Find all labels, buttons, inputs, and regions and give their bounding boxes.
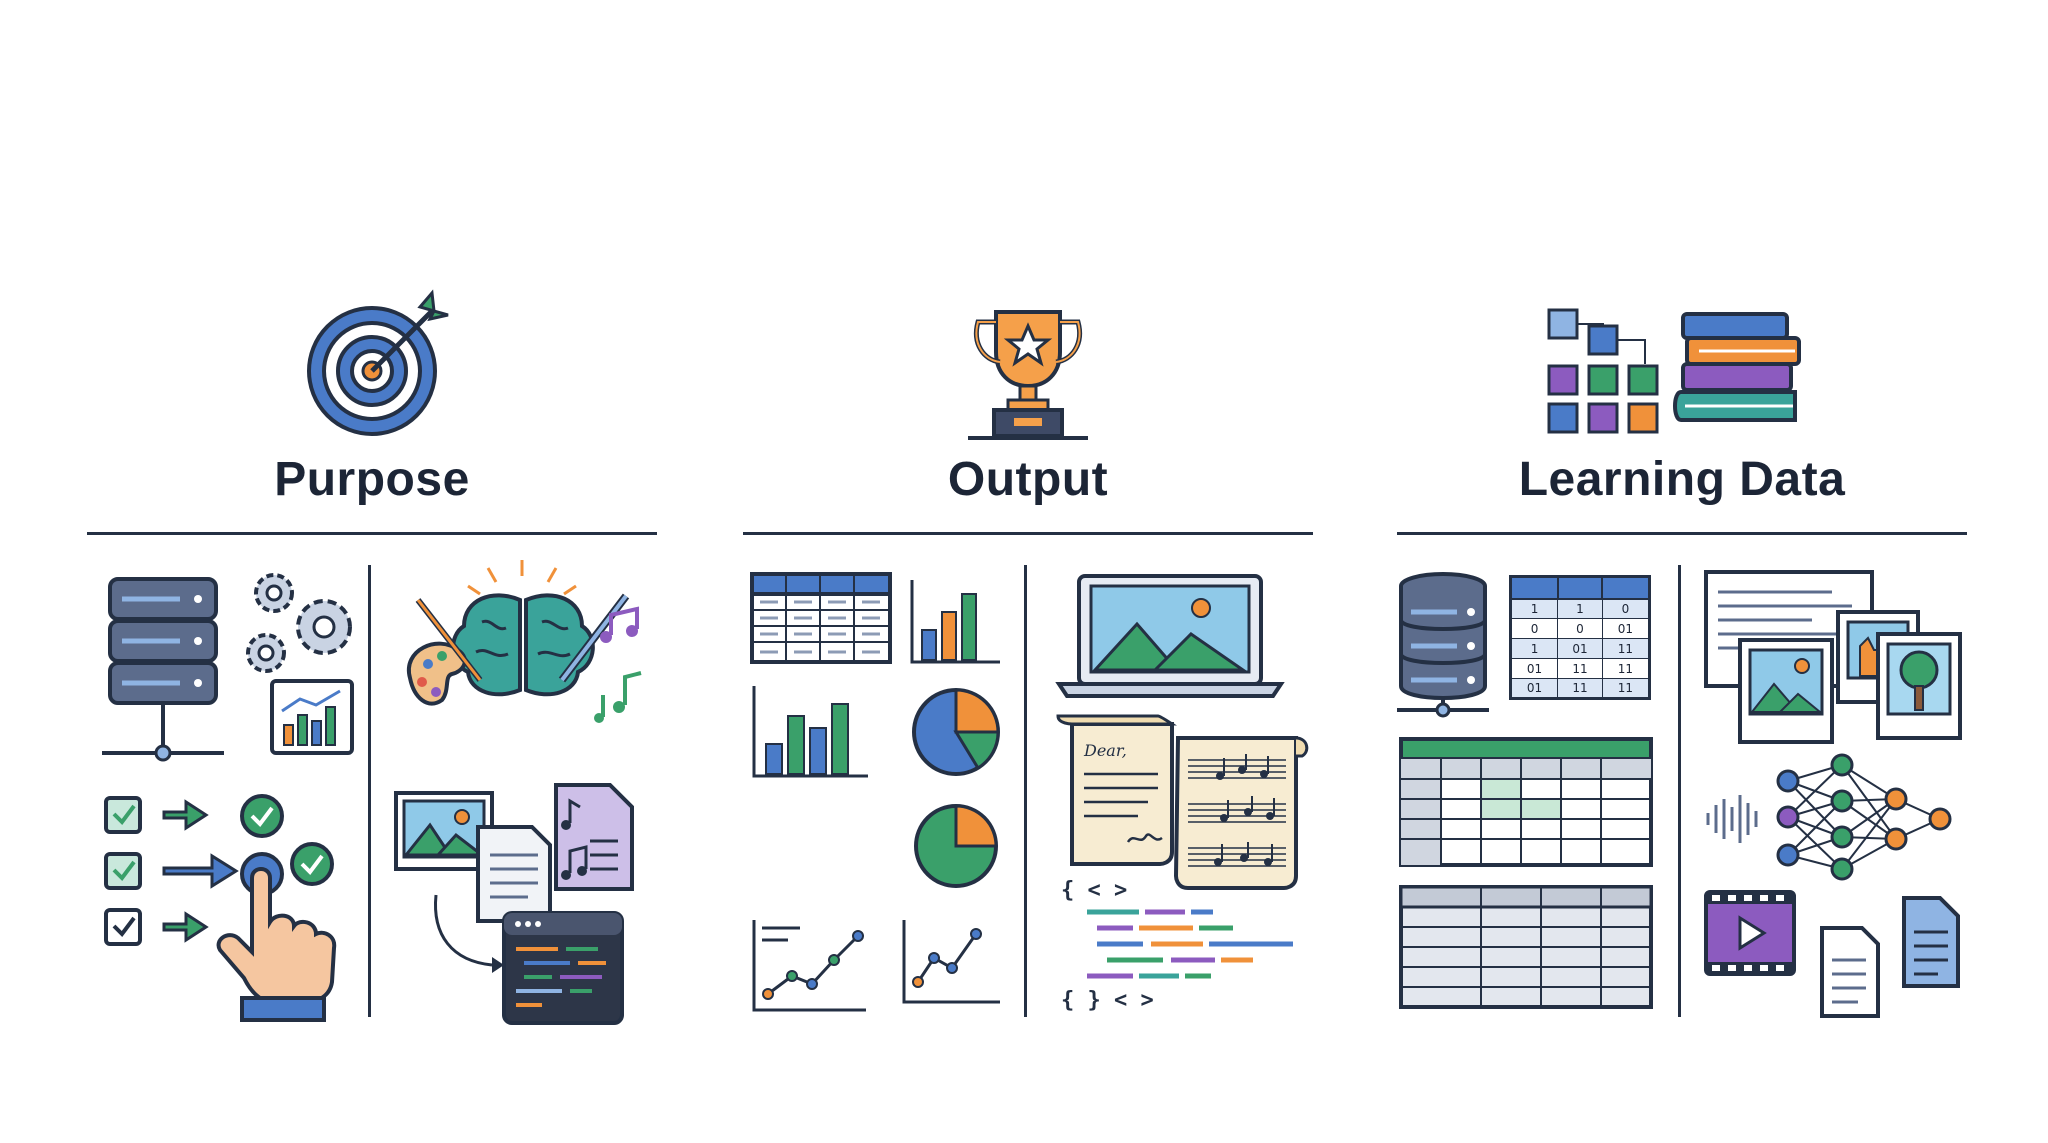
column-title-purpose: Purpose — [274, 453, 470, 506]
server-gears-chart-icon — [102, 573, 354, 762]
column-divider — [368, 565, 371, 1017]
column-divider — [1678, 565, 1681, 1017]
output-column: Output — [743, 0, 1313, 1143]
letter-text: Dear, — [1083, 741, 1127, 760]
trophy-icon — [968, 310, 1088, 440]
letter-sheet-music-icon: Dear, — [1056, 714, 1309, 890]
music-notes-icon — [594, 606, 642, 723]
column-title-learning-data: Learning Data — [1518, 453, 1846, 506]
column-rule — [743, 532, 1313, 535]
purpose-column: Purpose — [87, 0, 657, 1143]
media-to-code-icon — [394, 783, 634, 1025]
code-brackets-top: { < > — [1061, 878, 1128, 903]
documents-photos-icon — [1704, 570, 1962, 744]
video-documents-icon — [1704, 890, 1960, 1018]
laptop-image-icon — [1055, 574, 1285, 698]
table-row: 01 11 11 — [1509, 678, 1651, 699]
database-icon — [1397, 572, 1489, 718]
column-title-output: Output — [947, 453, 1109, 506]
column-divider — [1024, 565, 1027, 1017]
binary-data-table: 1 1 0 0 0 01 1 01 11 01 11 11 01 11 — [1509, 575, 1651, 700]
code-lines-icon — [1087, 909, 1293, 979]
spreadsheet-icon — [1399, 737, 1653, 1009]
charts-tables-icon — [750, 572, 1000, 1012]
code-brackets-bottom: { } < > — [1061, 988, 1154, 1013]
learning-data-column: Learning Data 1 1 0 — [1397, 0, 1967, 1143]
table-row: 1 01 11 — [1509, 638, 1651, 659]
target-icon — [307, 289, 449, 436]
column-rule — [1397, 532, 1967, 535]
table-row: 0 0 01 — [1509, 618, 1651, 639]
creative-brain-icon — [406, 560, 630, 706]
column-rule — [87, 532, 657, 535]
checklist-pointer-icon — [104, 794, 337, 1022]
table-row: 01 11 11 — [1509, 658, 1651, 679]
audio-neural-network-icon — [1706, 753, 1952, 881]
table-row: 1 1 0 — [1509, 598, 1651, 619]
data-blocks-books-icon — [1547, 308, 1801, 434]
